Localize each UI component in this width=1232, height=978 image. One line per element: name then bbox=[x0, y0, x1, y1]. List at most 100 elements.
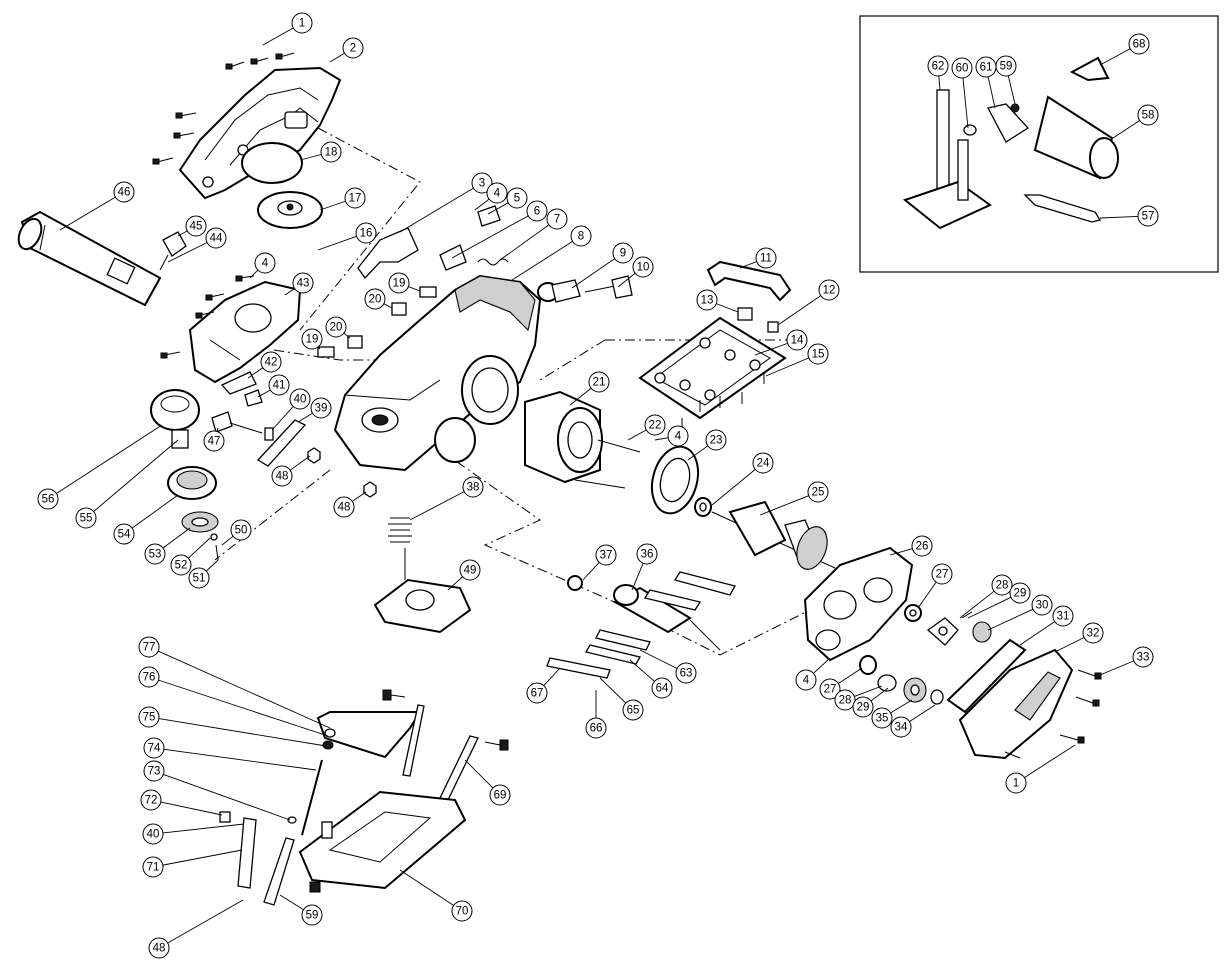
leader-line bbox=[247, 367, 264, 379]
callout-number: 20 bbox=[369, 294, 382, 306]
leader-line bbox=[56, 424, 163, 494]
callout-circle bbox=[632, 256, 654, 278]
leader-line bbox=[571, 258, 616, 289]
callout-10: 10 bbox=[617, 256, 654, 288]
callout-56: 56 bbox=[37, 424, 163, 510]
leader-line bbox=[511, 240, 573, 281]
leader-line bbox=[987, 608, 1034, 631]
part-12-knob bbox=[767, 321, 779, 333]
callout-49: 49 bbox=[447, 559, 481, 591]
callout-63: 63 bbox=[639, 649, 697, 684]
callout-21: 21 bbox=[569, 371, 610, 406]
leader-line bbox=[909, 704, 936, 722]
part-27-bearing bbox=[904, 604, 922, 622]
leader-line bbox=[739, 261, 757, 269]
part-2-screws bbox=[152, 52, 295, 165]
part-5-trigger bbox=[477, 205, 501, 227]
callout-number: 21 bbox=[593, 377, 606, 389]
callout-62: 62 bbox=[927, 55, 949, 91]
callout-number: 63 bbox=[680, 668, 693, 680]
leader-line bbox=[582, 562, 600, 581]
callout-circle bbox=[291, 12, 313, 34]
callout-circle bbox=[486, 182, 508, 204]
leader-line bbox=[627, 429, 647, 441]
callout-70: 70 bbox=[399, 869, 473, 922]
callout-64: 64 bbox=[629, 659, 673, 699]
part-32-belt-cover bbox=[958, 648, 1074, 760]
callout-36: 36 bbox=[631, 543, 658, 591]
callout-circle bbox=[1132, 646, 1154, 668]
part-70-base-plate bbox=[298, 790, 467, 890]
callout-number: 34 bbox=[895, 722, 908, 734]
callout-number: 60 bbox=[956, 63, 969, 75]
leader-line bbox=[163, 748, 317, 771]
callout-11: 11 bbox=[739, 247, 777, 269]
callout-72: 72 bbox=[140, 789, 223, 816]
callout-43: 43 bbox=[284, 272, 314, 296]
leader-line bbox=[838, 667, 863, 684]
leader-line bbox=[654, 437, 669, 441]
part-62-depth-stop bbox=[902, 89, 992, 230]
callout-number: 64 bbox=[656, 683, 669, 695]
callout-number: 57 bbox=[1142, 211, 1155, 223]
part-24-bearing bbox=[694, 497, 712, 517]
leader-line bbox=[167, 899, 244, 944]
callout-48: 48 bbox=[148, 899, 244, 959]
callout-number: 42 bbox=[265, 357, 278, 369]
callout-circle bbox=[526, 200, 548, 222]
leader-line bbox=[59, 196, 116, 231]
callout-42: 42 bbox=[247, 351, 282, 379]
callout-circle bbox=[142, 823, 164, 845]
callout-27: 27 bbox=[917, 563, 953, 609]
callout-circle bbox=[113, 181, 135, 203]
callout-4: 4 bbox=[795, 659, 829, 691]
part-44-screw bbox=[159, 254, 169, 271]
leader-line bbox=[451, 215, 529, 259]
leader-line bbox=[889, 548, 913, 556]
leader-line bbox=[474, 198, 490, 211]
callout-circle bbox=[834, 689, 856, 711]
leader-line bbox=[1019, 621, 1055, 646]
part-28-plate-b bbox=[877, 674, 897, 692]
callout-37: 37 bbox=[582, 544, 617, 581]
callout-number: 19 bbox=[306, 334, 319, 346]
callout-22: 22 bbox=[627, 414, 666, 441]
callout-73: 73 bbox=[143, 760, 291, 821]
callout-77: 77 bbox=[138, 636, 331, 729]
callout-48: 48 bbox=[333, 491, 367, 518]
callout-number: 12 bbox=[823, 285, 836, 297]
callout-14: 14 bbox=[754, 329, 808, 356]
callout-circle bbox=[595, 544, 617, 566]
leader-line bbox=[205, 559, 219, 572]
leader-line bbox=[329, 52, 345, 63]
leader-line bbox=[188, 537, 211, 559]
callout-28: 28 bbox=[834, 685, 883, 711]
callout-68: 68 bbox=[1099, 33, 1150, 66]
leader-line bbox=[777, 295, 822, 326]
leader-line bbox=[279, 894, 304, 911]
callout-circle bbox=[585, 717, 607, 739]
callout-circle bbox=[471, 172, 493, 194]
part-2-handle-cover bbox=[178, 66, 342, 200]
callout-71: 71 bbox=[142, 849, 243, 878]
part-31-belt bbox=[946, 638, 1027, 714]
part-41-clip bbox=[244, 389, 263, 407]
callout-number: 26 bbox=[916, 541, 929, 553]
callout-circle bbox=[144, 543, 166, 565]
callout-46: 46 bbox=[59, 181, 135, 231]
callout-circle bbox=[818, 279, 840, 301]
callout-24: 24 bbox=[711, 452, 774, 506]
part-60-screw bbox=[963, 124, 977, 136]
callout-34: 34 bbox=[890, 704, 936, 738]
callout-57: 57 bbox=[1099, 205, 1159, 227]
part-69-bracket bbox=[439, 735, 479, 801]
callout-circle bbox=[1128, 33, 1150, 55]
leader-line bbox=[162, 527, 191, 549]
callout-number: 43 bbox=[297, 278, 310, 290]
part-59-knob bbox=[1010, 103, 1020, 113]
callout-4: 4 bbox=[654, 425, 689, 447]
callout-circle bbox=[364, 288, 386, 310]
callout-number: 48 bbox=[276, 471, 289, 483]
callout-circle bbox=[807, 343, 829, 365]
callout-number: 72 bbox=[145, 795, 158, 807]
